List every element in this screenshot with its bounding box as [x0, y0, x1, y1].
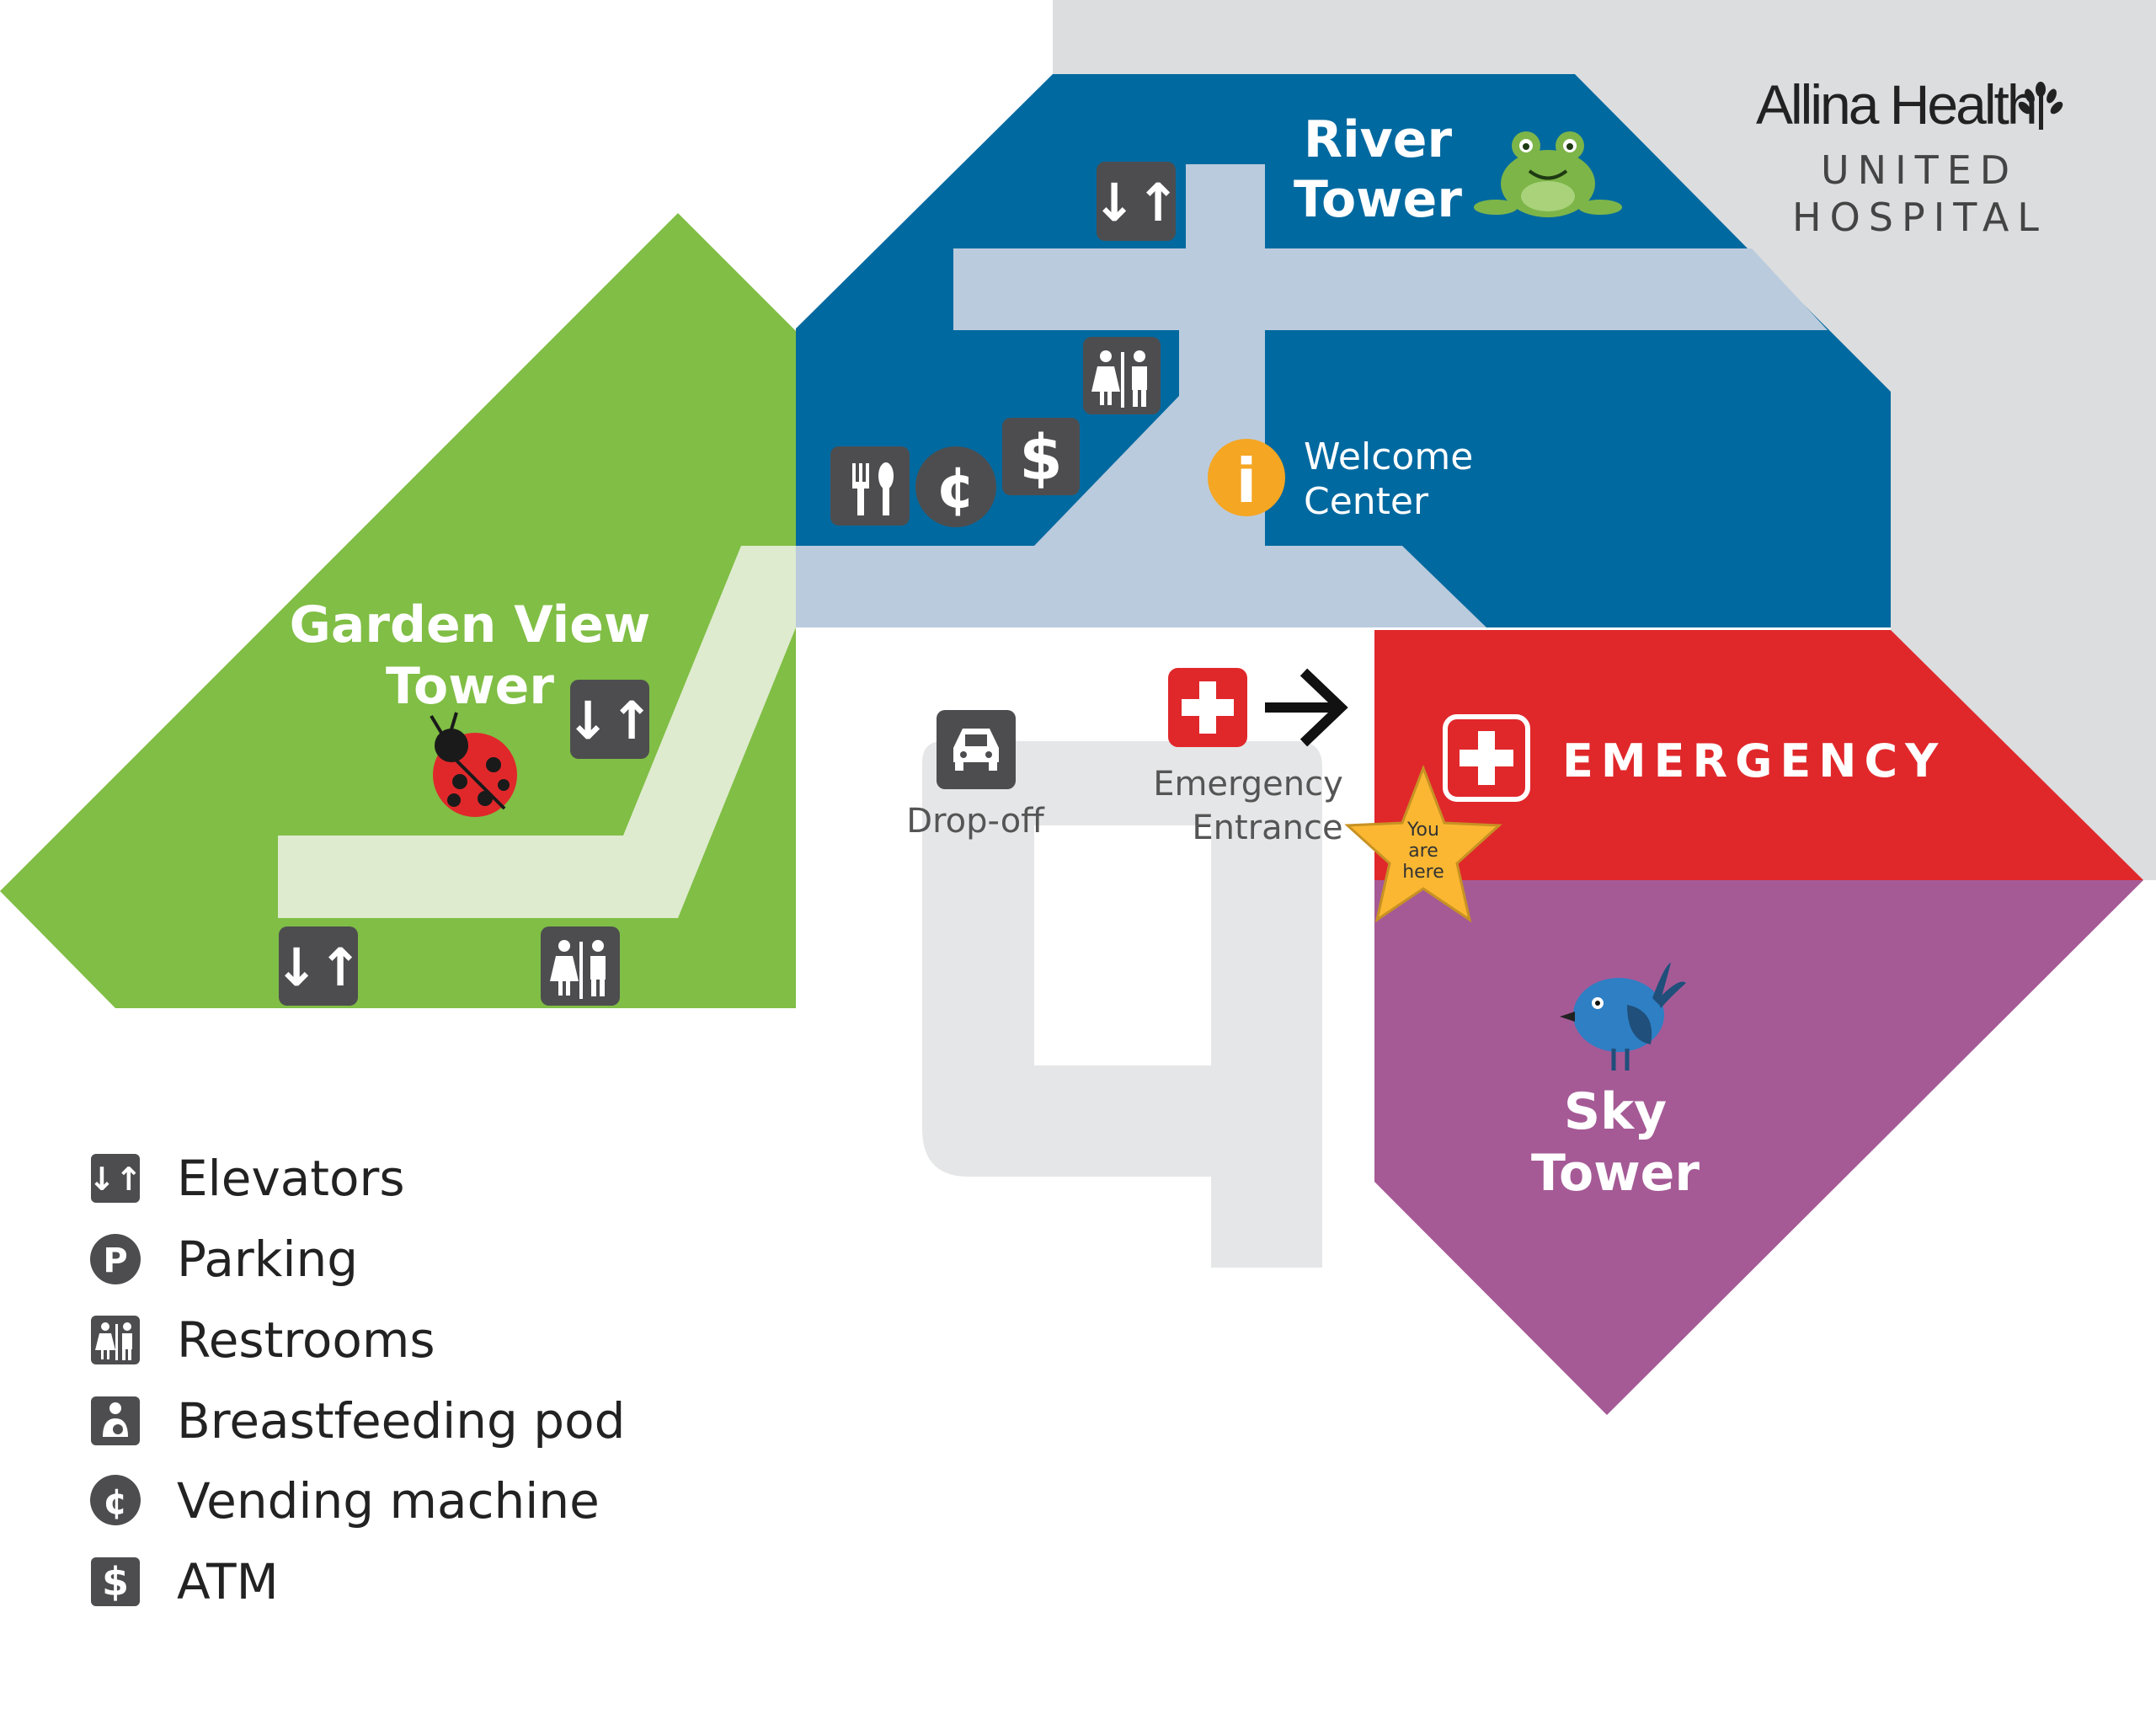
drop-off-label: Drop-off [906, 802, 1045, 841]
garden-elevator-glyph-lower: ↓↑ [275, 937, 362, 998]
emergency-cross-icon [1443, 714, 1530, 802]
garden-elevator-icon-upper: ↓↑ [566, 680, 654, 759]
legend-label-breastfeeding: Breastfeeding pod [177, 1392, 625, 1450]
emergency-department[interactable] [1374, 630, 2143, 880]
legend-label-atm: ATM [177, 1553, 279, 1610]
drop-off-road [922, 741, 1322, 1268]
legend-breastfeeding-icon [91, 1396, 140, 1445]
legend-atm-glyph: $ [102, 1559, 129, 1605]
garden-corridor [278, 546, 796, 918]
garden-elevator-glyph-upper: ↓↑ [566, 690, 654, 751]
legend-label-restrooms: Restrooms [177, 1311, 435, 1369]
garden-restroom-icon [541, 926, 620, 1006]
allina-health-logo: Allina Health UNITED HOSPITAL [1756, 73, 2063, 240]
ladybug-icon [430, 712, 517, 817]
garden-tower-label-2: Tower [386, 657, 554, 716]
legend-vending-glyph: ¢ [103, 1481, 127, 1522]
welcome-center-line-2: Center [1304, 480, 1429, 523]
legend-label-parking: Parking [177, 1231, 358, 1288]
welcome-center-line-1: Welcome [1304, 435, 1473, 478]
river-tower-label-2: Tower [1294, 170, 1462, 229]
legend-restroom-icon [91, 1316, 140, 1364]
arrow-right-icon [1265, 668, 1348, 747]
sky-tower-label-1: Sky [1564, 1082, 1667, 1141]
garden-tower-label-1: Garden View [290, 595, 651, 654]
vending-icon: ¢ [915, 446, 996, 527]
emergency-entrance-icon [1168, 668, 1247, 747]
vending-glyph: ¢ [936, 455, 975, 521]
drop-off-car-icon [937, 710, 1016, 789]
background-area [1053, 0, 2156, 880]
atm-icon: $ [1002, 418, 1080, 495]
emergency-entrance-line-2: Entrance [1192, 809, 1342, 847]
brand-sub-line-1: UNITED [1821, 147, 2018, 193]
river-elevator-icon: ↓↑ [1092, 162, 1180, 241]
legend-elevator-icon: ↓↑ [88, 1154, 142, 1203]
info-icon: i [1208, 439, 1285, 516]
cafeteria-icon [830, 446, 910, 526]
bird-icon [1560, 963, 1686, 1071]
sky-tower-label-2: Tower [1531, 1144, 1700, 1203]
info-glyph: i [1236, 446, 1257, 516]
you-are-here-line-3: here [1402, 862, 1444, 883]
river-restroom-icon [1083, 337, 1161, 414]
sky-tower[interactable] [1374, 880, 2143, 1415]
you-are-here-line-2: are [1408, 841, 1438, 862]
legend-elevator-glyph: ↓↑ [88, 1161, 142, 1198]
brand-name: Allina Health [1756, 73, 2036, 136]
atm-glyph: $ [1019, 422, 1063, 494]
brand-sub-line-2: HOSPITAL [1792, 195, 2047, 240]
legend-vending-icon: ¢ [90, 1475, 141, 1525]
frog-icon [1474, 131, 1622, 217]
wheat-sheaf-icon [2018, 82, 2063, 130]
river-tower-label-1: River [1304, 110, 1453, 169]
emergency-entrance-line-1: Emergency [1153, 765, 1343, 804]
garden-view-tower[interactable] [0, 213, 796, 1008]
you-are-here-line-1: You [1406, 820, 1439, 841]
legend-label-elevators: Elevators [177, 1150, 405, 1207]
you-are-here-star-icon: You are here [1344, 764, 1502, 923]
legend-atm-icon: $ [91, 1557, 140, 1606]
legend-parking-icon: P [90, 1234, 141, 1284]
emergency-label: EMERGENCY [1562, 734, 1945, 788]
garden-elevator-icon-lower: ↓↑ [275, 926, 362, 1006]
legend: ↓↑ Elevators P Parking Restrooms [88, 1150, 625, 1610]
river-corridor-main [796, 164, 1828, 627]
legend-parking-glyph: P [103, 1241, 127, 1280]
legend-label-vending: Vending machine [177, 1472, 600, 1530]
river-elevator-glyph: ↓↑ [1092, 172, 1180, 233]
